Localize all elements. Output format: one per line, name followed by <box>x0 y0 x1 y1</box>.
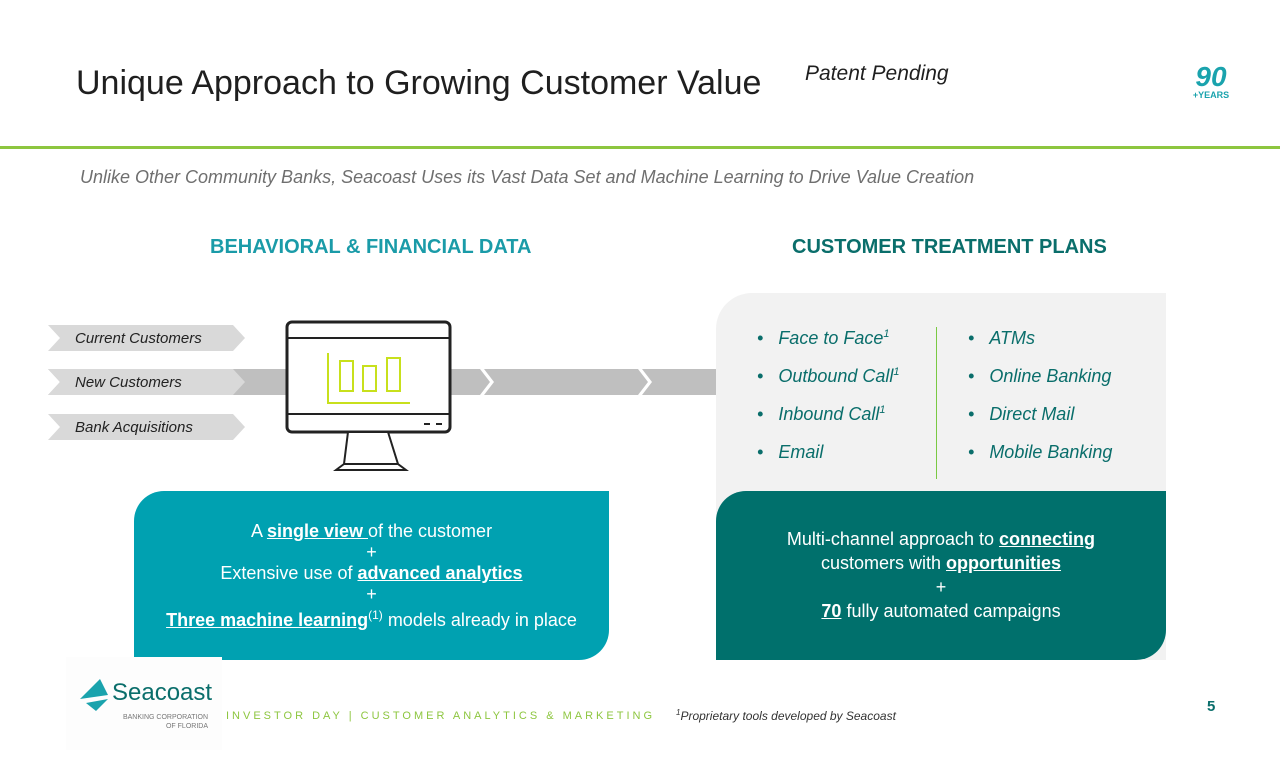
sail-icon <box>80 679 108 711</box>
channel-item: Email <box>757 442 900 480</box>
footer-label: INVESTOR DAY | CUSTOMER ANALYTICS & MARK… <box>226 710 656 722</box>
monitor-chart-icon <box>285 320 452 471</box>
channel-list-right: ATMs Online Banking Direct Mail Mobile B… <box>968 328 1112 480</box>
input-bank-acquisitions: Bank Acquisitions <box>48 414 245 440</box>
90-years-badge: 90 +YEARS <box>1192 61 1230 101</box>
channel-item: Outbound Call1 <box>757 366 899 404</box>
data-summary-box: A single view of the customer + Extensiv… <box>134 491 609 660</box>
channel-item: Mobile Banking <box>968 442 1112 480</box>
page-number: 5 <box>1207 698 1216 715</box>
page-title: Unique Approach to Growing Customer Valu… <box>76 64 762 102</box>
channel-list-left: Face to Face1 Outbound Call1 Inbound Cal… <box>757 328 900 480</box>
channel-item: Direct Mail <box>968 404 1112 442</box>
input-new-customers: New Customers <box>48 369 245 395</box>
subtitle: Unlike Other Community Banks, Seacoast U… <box>80 167 975 187</box>
input-current-customers: Current Customers <box>48 325 245 351</box>
channel-item: Face to Face1 <box>757 328 900 366</box>
channel-item: Online Banking <box>968 366 1112 404</box>
heading-data: BEHAVIORAL & FINANCIAL DATA <box>210 236 532 258</box>
heading-treatment: CUSTOMER TREATMENT PLANS <box>792 236 1107 258</box>
patent-label: Patent Pending <box>805 62 949 85</box>
column-divider <box>936 327 937 479</box>
channel-item: ATMs <box>968 328 1112 366</box>
channel-item: Inbound Call1 <box>757 404 900 442</box>
footnote: 1Proprietary tools developed by Seacoast <box>676 708 896 723</box>
treatment-summary-box: Multi-channel approach to connecting cus… <box>716 491 1166 660</box>
header-rule <box>0 146 1280 149</box>
